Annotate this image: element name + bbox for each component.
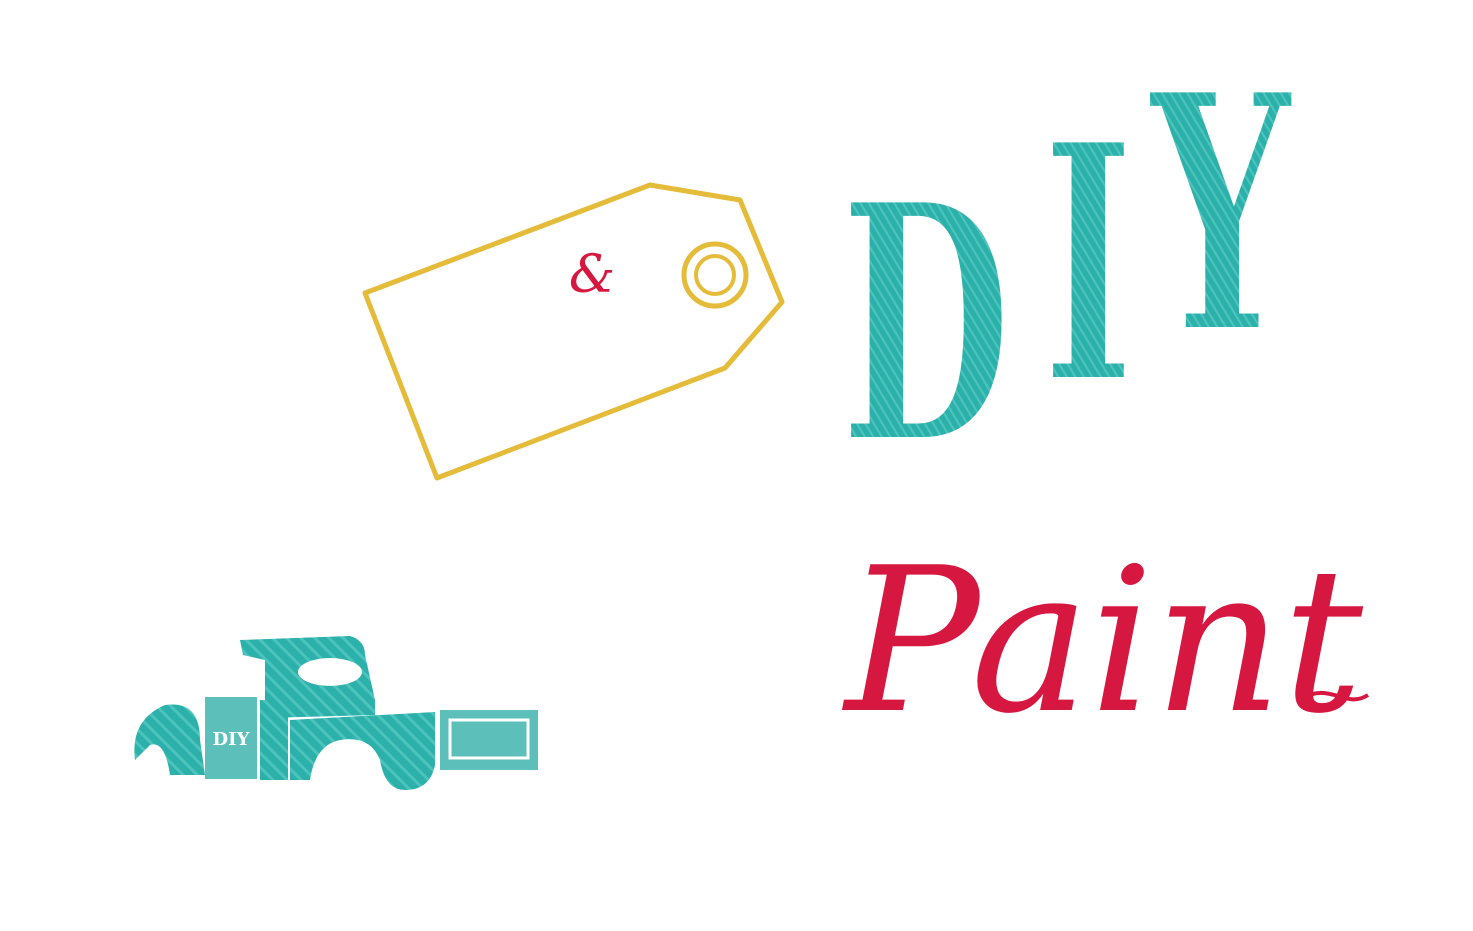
truck-door-label: DIY [213,729,251,750]
title-letter-i: I [1042,71,1135,459]
subtitle-paint: Paint [841,525,1364,758]
title-letter-y: Y [1147,21,1295,409]
truck-icon: DIY [134,636,538,790]
ampersand-text: & [569,245,615,305]
title-letter-d: D [840,131,1012,519]
gift-tag-icon: & [362,182,785,481]
paint-swash [1298,690,1370,702]
diy-title: D I Y [838,18,1298,521]
